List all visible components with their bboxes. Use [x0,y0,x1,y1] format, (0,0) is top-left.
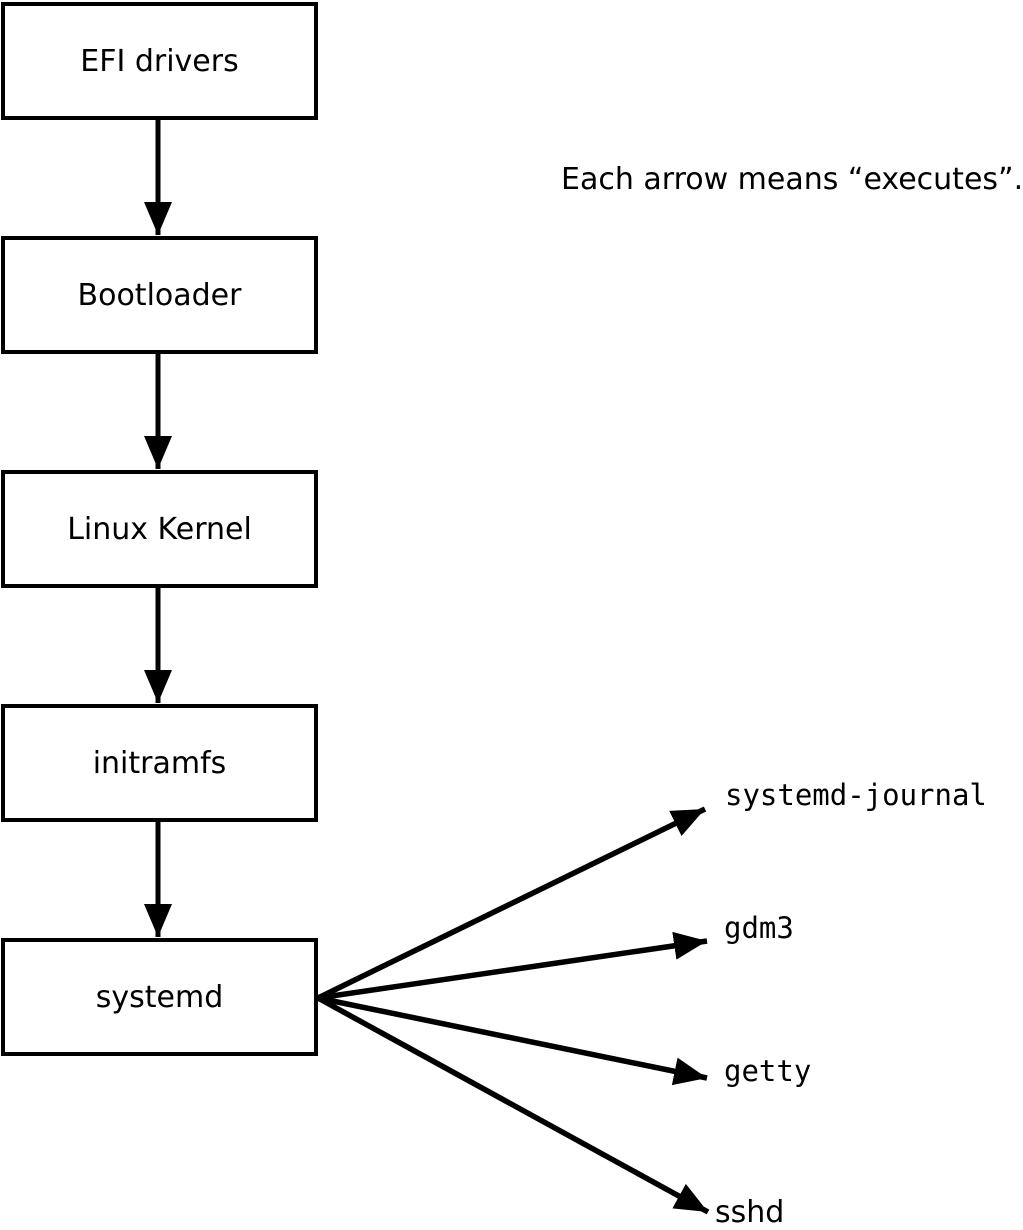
edge-systemd-to-gdm3 [317,931,708,1001]
edge-systemd-to-sshd [316,995,710,1215]
node-label: EFI drivers [80,43,239,79]
edge-systemd-to-systemd-journal [316,806,707,1001]
node-efi-drivers: EFI drivers [1,2,318,120]
label-gdm3: gdm3 [724,911,794,945]
node-initramfs: initramfs [1,704,318,822]
label-systemd-journal: systemd-journal [725,778,987,812]
node-linux-kernel: Linux Kernel [1,470,318,588]
node-bootloader: Bootloader [1,236,318,354]
node-label: initramfs [92,745,227,781]
node-label: Bootloader [77,277,242,313]
node-label: Linux Kernel [67,511,252,547]
node-systemd: systemd [1,938,318,1056]
node-label: systemd [95,979,224,1015]
legend-note: Each arrow means “executes”. [561,162,1023,197]
label-sshd: sshd [715,1195,785,1230]
label-getty: getty [724,1054,812,1088]
edge-systemd-to-getty [317,995,708,1086]
